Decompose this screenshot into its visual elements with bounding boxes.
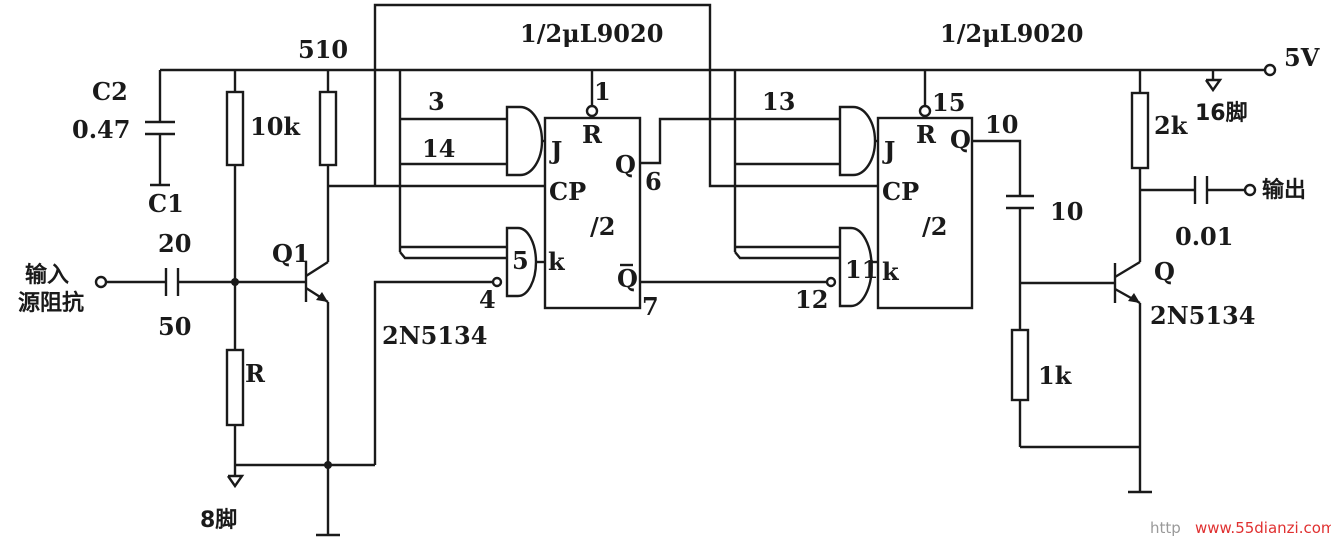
chip1-pin-q: Q — [615, 150, 636, 179]
labels: C2 0.47 C1 10k 510 R 20 50 Q1 2N5134 输入 … — [18, 19, 1320, 533]
chip1-pin5: 5 — [512, 246, 529, 275]
watermark: http www.55dianzi.com — [1150, 519, 1331, 537]
cin-bottom-label: 50 — [158, 312, 191, 341]
c10-label: 10 — [1050, 197, 1083, 226]
chip2-pin12-bubble — [825, 276, 837, 288]
chip1-pin7: 7 — [642, 292, 659, 321]
chip1-pin14: 14 — [422, 134, 455, 163]
chip1-pin-r: R — [582, 120, 603, 149]
chip2-pin10: 10 — [985, 110, 1018, 139]
resistor-10k — [225, 90, 245, 167]
q2-part: 2N5134 — [1150, 301, 1255, 330]
supply-label: 5V — [1284, 43, 1320, 72]
chip2-pin13: 13 — [762, 87, 795, 116]
chip1-pin6: 6 — [645, 167, 662, 196]
chip1-and-gate-k — [505, 226, 538, 298]
input-label-2: 源阻抗 — [18, 290, 84, 316]
chip1-pin1: 1 — [594, 77, 611, 106]
chip1-reset-bubble — [585, 104, 599, 118]
capacitor-input — [164, 268, 180, 296]
chip1-pin-cp: CP — [549, 177, 586, 206]
chip1-flipflop — [543, 116, 642, 310]
chip2-pin11: 11 — [845, 255, 878, 284]
watermark-prefix: http — [1150, 519, 1181, 537]
q2-name: Q — [1154, 257, 1175, 286]
chip2-pin-j: J — [882, 136, 895, 165]
resistor-1k — [1010, 328, 1030, 402]
wires — [106, 3, 1265, 537]
chip1-title: 1/2μL9020 — [520, 19, 663, 48]
chip2-and-gate-k — [838, 226, 873, 308]
chip2-pin12: 12 — [795, 285, 828, 314]
chip2 — [825, 104, 974, 310]
chip2-and-gate-j — [838, 105, 877, 177]
chip2-reset-bubble — [918, 104, 932, 118]
capacitor-c2 — [145, 120, 175, 136]
input-terminal — [94, 275, 108, 289]
c2-name: C2 — [92, 77, 128, 106]
chip2-pin-r: R — [916, 120, 937, 149]
chip1-pin-qbar: Q — [617, 264, 638, 293]
chip1 — [491, 104, 642, 310]
r1k-label: 1k — [1038, 361, 1073, 390]
chip1-pin4: 4 — [479, 285, 496, 314]
supply-terminal — [1263, 63, 1277, 77]
chip1-block: /2 — [590, 212, 615, 241]
pin16-label: 16脚 — [1195, 101, 1248, 126]
r2k-label: 2k — [1154, 111, 1189, 140]
chip2-title: 1/2μL9020 — [940, 19, 1083, 48]
junctions — [231, 278, 332, 469]
output-label: 输出 — [1262, 177, 1306, 203]
cin-top-label: 20 — [158, 229, 191, 258]
chip2-block: /2 — [922, 212, 947, 241]
cout-label: 0.01 — [1175, 222, 1233, 251]
output-terminal — [1243, 183, 1257, 197]
resistor-r — [225, 348, 245, 427]
chip2-pin15: 15 — [932, 88, 965, 117]
r510-label: 510 — [298, 35, 348, 64]
resistor-2k — [1130, 91, 1150, 170]
transistor-q2 — [1113, 260, 1141, 305]
chip1-pin4-bubble — [491, 276, 503, 288]
r-label: R — [245, 359, 266, 388]
c2-value: 0.47 — [72, 115, 130, 144]
transistor-q1 — [304, 260, 329, 304]
resistor-510 — [318, 90, 338, 167]
c1-name: C1 — [148, 189, 184, 218]
capacitor-output — [1193, 176, 1209, 204]
chip1-and-gate-j — [505, 105, 544, 177]
chip1-pin-j: J — [549, 136, 562, 165]
chip2-pin-k: k — [882, 257, 900, 286]
q1-part: 2N5134 — [382, 321, 487, 350]
q1-name: Q1 — [272, 239, 310, 268]
watermark-site: www.55dianzi.com — [1195, 519, 1331, 537]
chip2-flipflop — [876, 116, 974, 310]
chip2-pin-cp: CP — [882, 177, 919, 206]
chip1-pin3: 3 — [428, 87, 445, 116]
chip2-pin-q: Q — [950, 125, 971, 154]
input-label-1: 输入 — [25, 262, 69, 288]
capacitor-10 — [1006, 194, 1034, 210]
pin8-label: 8脚 — [200, 508, 237, 533]
r10k-label: 10k — [250, 112, 301, 141]
chip1-pin-k: k — [548, 247, 566, 276]
